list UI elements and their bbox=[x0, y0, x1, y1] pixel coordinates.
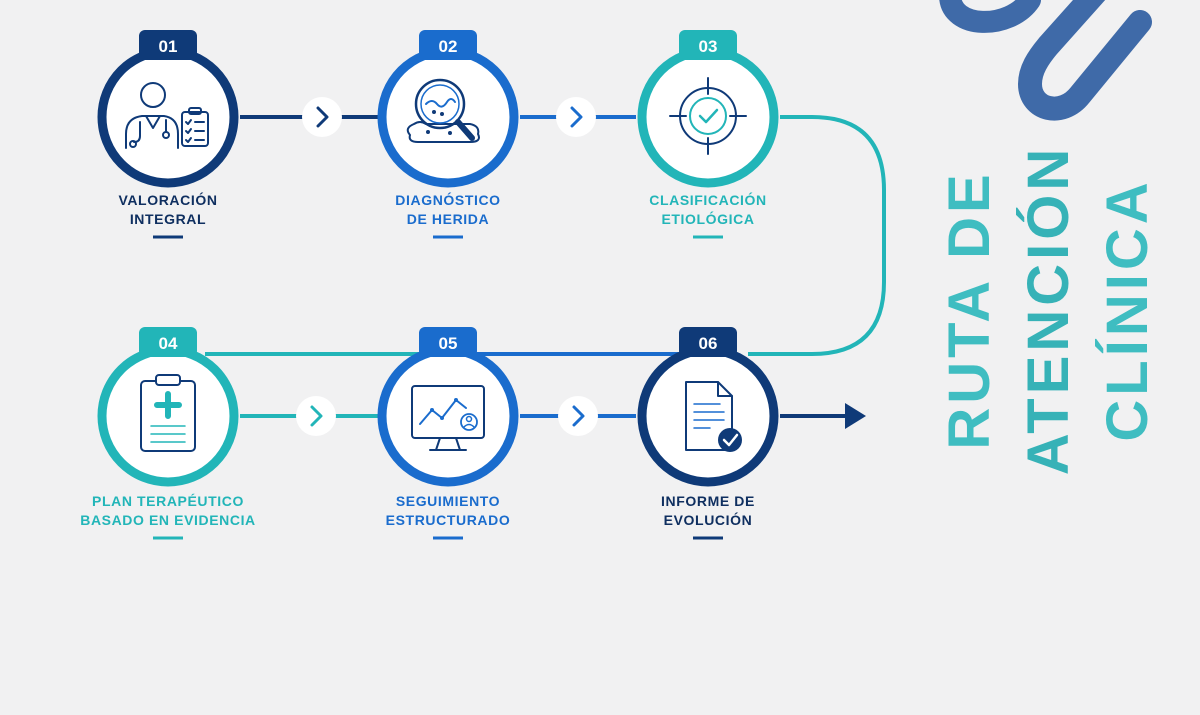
doctor-clipboard-icon bbox=[125, 82, 209, 149]
step-02: 02 DIAGNÓSTICO DE HERIDA bbox=[377, 30, 519, 239]
title-line-3: CLÍNICA bbox=[1095, 178, 1160, 441]
title-line-1: RUTA DE bbox=[937, 170, 1002, 449]
step-label-line: PLAN TERAPÉUTICO bbox=[92, 493, 244, 509]
step-04: 04 PLAN TERAPÉUTICO BASADO EN EVIDENCIA bbox=[80, 327, 256, 540]
step-number: 04 bbox=[159, 334, 178, 353]
chevron-right-icon bbox=[570, 106, 583, 128]
clipboard-plus-icon bbox=[140, 374, 196, 452]
title-line-2: ATENCIÓN bbox=[1016, 145, 1081, 476]
step-label-line: ESTRUCTURADO bbox=[386, 512, 511, 528]
step-label-line: INTEGRAL bbox=[130, 211, 206, 227]
step-number: 06 bbox=[699, 334, 718, 353]
link-decoration bbox=[939, 0, 1152, 121]
step-label-line: ETIOLÓGICA bbox=[661, 210, 754, 227]
monitor-chart-icon bbox=[411, 385, 485, 451]
connector-chevron-02-03 bbox=[556, 97, 596, 137]
step-05: 05 SEGUIMIENTO ESTRUCTURADO bbox=[377, 327, 519, 540]
end-arrow bbox=[845, 403, 866, 429]
chevron-right-icon bbox=[316, 106, 329, 128]
arrow-right-icon bbox=[845, 403, 866, 429]
step-label-line: DE HERIDA bbox=[407, 211, 489, 227]
step-06: 06 INFORME DE EVOLUCIÓN bbox=[637, 327, 779, 540]
pathway-lines bbox=[205, 115, 886, 418]
step-number: 05 bbox=[439, 334, 458, 353]
chevron-right-icon bbox=[310, 405, 323, 427]
step-label-line: INFORME DE bbox=[661, 493, 755, 509]
connector-chevron-04-05 bbox=[296, 396, 336, 436]
step-number: 03 bbox=[699, 37, 718, 56]
chevron-right-icon bbox=[572, 405, 585, 427]
step-01: 01 VALORACIÓN INTEGRAL bbox=[97, 30, 239, 239]
step-number: 02 bbox=[439, 37, 458, 56]
vertical-title: RUTA DE ATENCIÓN CLÍNICA bbox=[937, 145, 1160, 476]
step-label-line: EVOLUCIÓN bbox=[664, 511, 753, 528]
step-label-line: VALORACIÓN bbox=[118, 191, 217, 208]
document-check-icon bbox=[685, 381, 742, 452]
connector-chevron-01-02 bbox=[302, 97, 342, 137]
step-label-line: SEGUIMIENTO bbox=[396, 493, 500, 509]
step-03: 03 CLASIFICACIÓN ETIOLÓGICA bbox=[637, 30, 779, 239]
step-label-line: CLASIFICACIÓN bbox=[649, 191, 766, 208]
step-number: 01 bbox=[159, 37, 178, 56]
step-label-line: BASADO EN EVIDENCIA bbox=[80, 512, 256, 528]
wound-magnifier-icon bbox=[406, 78, 480, 143]
connector-chevron-05-06 bbox=[558, 396, 598, 436]
step-label-line: DIAGNÓSTICO bbox=[395, 191, 500, 208]
target-check-icon bbox=[669, 77, 747, 155]
